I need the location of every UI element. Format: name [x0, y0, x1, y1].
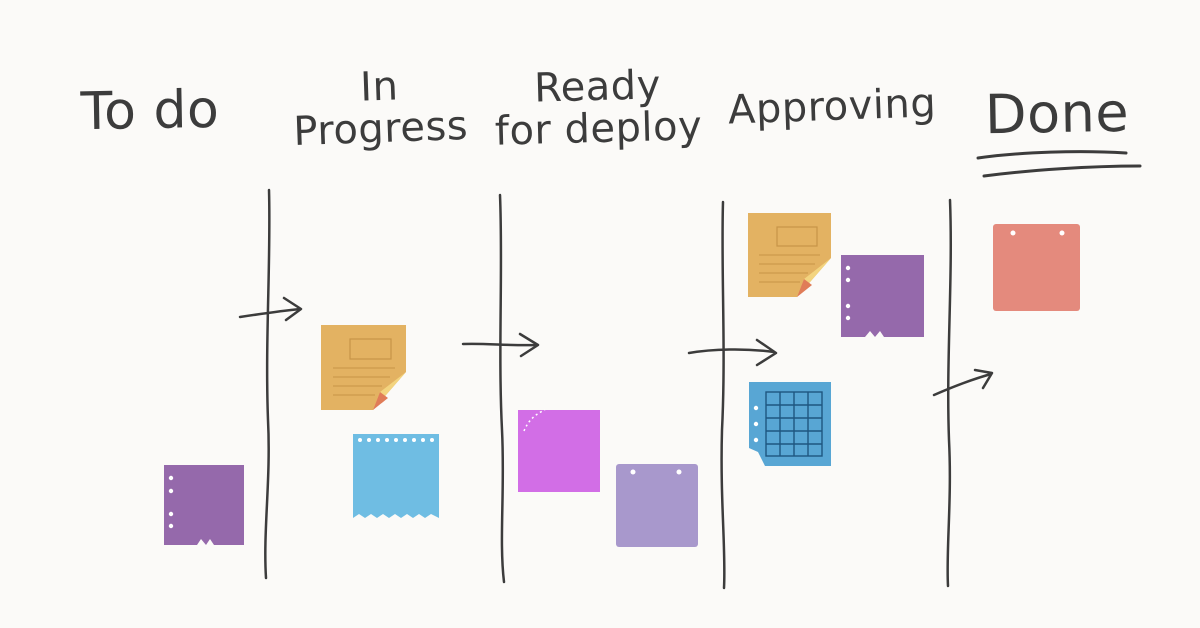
arrow-icon — [687, 338, 778, 367]
column-divider — [498, 193, 506, 584]
sticky-note — [353, 434, 439, 518]
column-divider — [720, 200, 726, 590]
column-divider — [946, 198, 953, 588]
arrow-icon — [461, 332, 540, 358]
column-divider — [264, 188, 271, 580]
sticky-note — [518, 409, 600, 492]
done-underline — [976, 150, 1142, 178]
sticky-note — [616, 464, 698, 547]
arrow-icon — [932, 368, 994, 397]
sticky-note — [749, 382, 831, 466]
sticky-note — [841, 255, 924, 337]
arrow-icon — [238, 296, 303, 322]
sticky-note — [748, 213, 831, 297]
sticky-note — [164, 465, 244, 545]
sticky-note — [993, 224, 1080, 311]
sticky-note — [321, 325, 406, 410]
